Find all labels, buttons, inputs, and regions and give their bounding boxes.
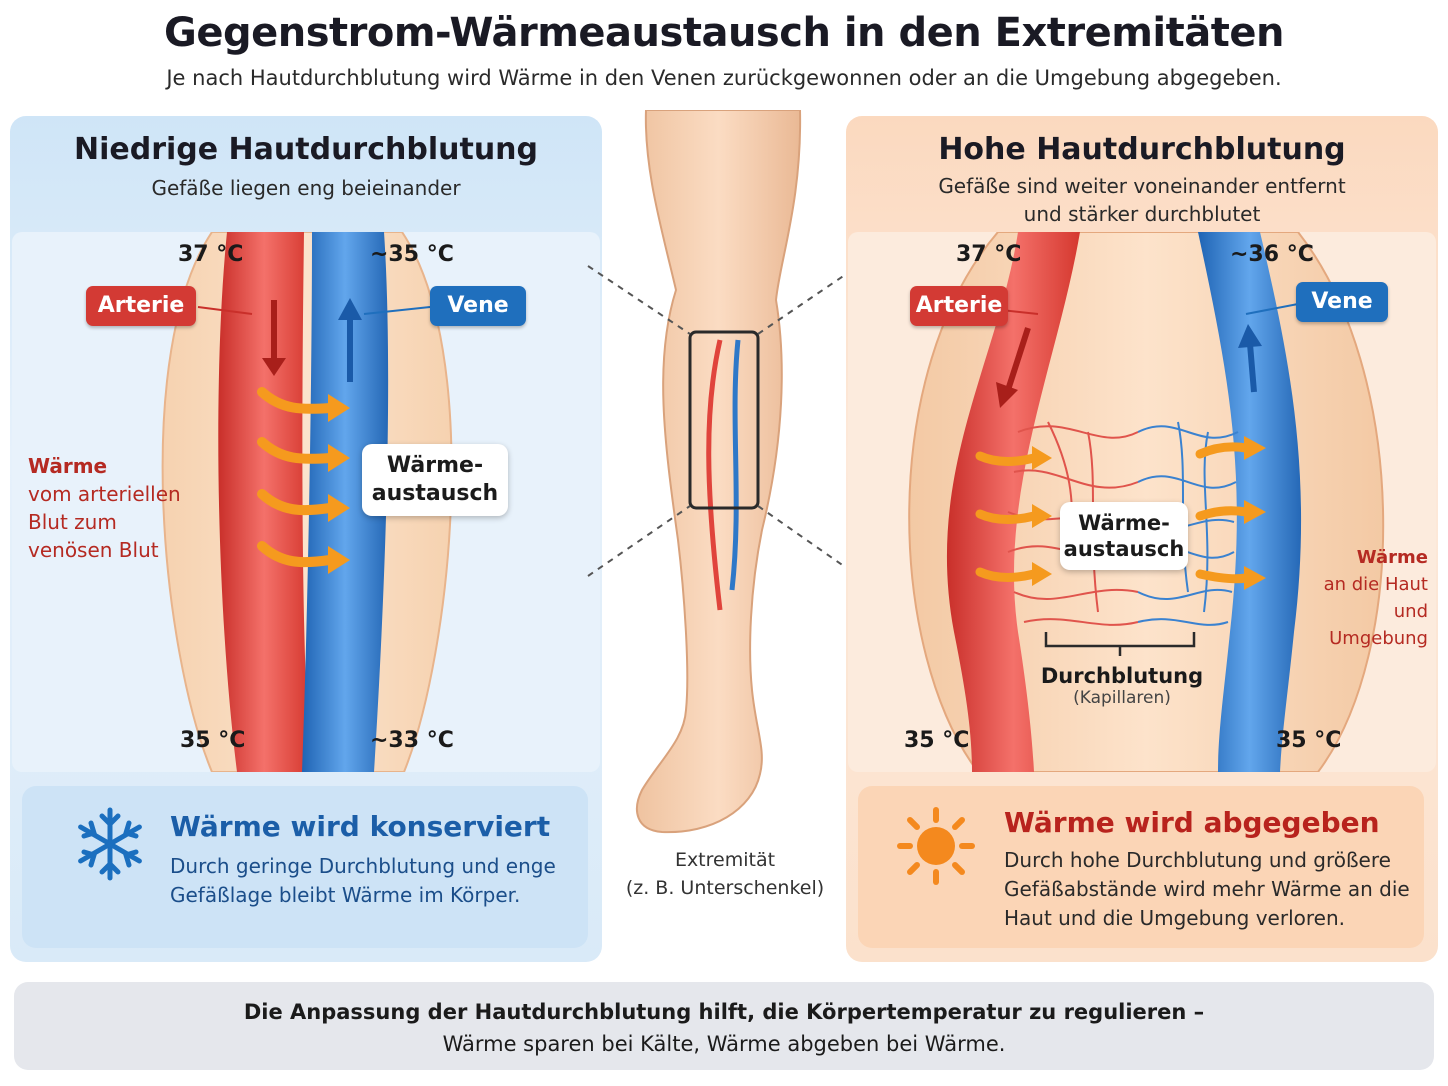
left-vein-label: Vene [430, 286, 526, 326]
sun-icon [897, 807, 975, 885]
left-artery-label: Arterie [86, 286, 196, 326]
low-perfusion-vessel-illustration [161, 232, 453, 772]
heat-outflow-arrows [975, 442, 1251, 584]
capillary-label: Durchblutung (Kapillaren) [1040, 664, 1204, 708]
left-vein-bottom-temp: ~33 °C [370, 728, 454, 753]
leg-illustration [587, 110, 859, 834]
left-heat-note: Wärme vom arteriellen Blut zum venösen B… [28, 454, 181, 562]
leg-vein-line [729, 339, 741, 591]
right-artery-top-temp: 37 °C [956, 242, 1022, 267]
low-perfusion-heading: Niedrige Hautdurchblutung [73, 132, 539, 167]
heat-conserved-title: Wärme wird konserviert [170, 810, 551, 843]
heat-conserved-text: Durch geringe Durchblutung und enge Gefä… [170, 854, 556, 907]
right-artery-label: Arterie [910, 286, 1008, 326]
heat-released-box [858, 786, 1424, 948]
left-artery-bottom-temp: 35 °C [180, 728, 246, 753]
left-heat-exchange-bubble: Wärme- austausch [362, 444, 508, 516]
left-artery-top-temp: 37 °C [178, 242, 244, 267]
page-title: Gegenstrom-Wärmeaustausch in den Extremi… [164, 10, 1284, 56]
vein-vessel [302, 232, 389, 772]
high-perfusion-heading: Hohe Hautdurchblutung [938, 132, 1346, 167]
heat-released-title: Wärme wird abgegeben [1004, 806, 1380, 839]
heat-exchange-arrows [257, 387, 335, 568]
right-vein-top-temp: ~36 °C [1230, 242, 1314, 267]
leg-artery-line [706, 339, 723, 611]
page-subtitle: Je nach Hautdurchblutung wird Wärme in d… [166, 66, 1282, 90]
extremity-caption: Extremität (z. B. Unterschenkel) [625, 849, 825, 899]
snowflake-icon [78, 807, 142, 881]
artery-vessel [946, 232, 1080, 772]
vein-vessel [1198, 232, 1302, 772]
leg-zoom-frame [688, 330, 760, 510]
right-heat-note: Wärme an die Haut und Umgebung [1323, 547, 1428, 649]
zoom-guide-lines [587, 265, 859, 577]
footer-line-1: Die Anpassung der Hautdurchblutung hilft… [243, 1000, 1205, 1024]
low-perfusion-subheading: Gefäße liegen eng beieinander [151, 176, 461, 200]
right-heat-exchange-bubble: Wärme- austausch [1060, 502, 1188, 570]
left-vein-top-temp: ~35 °C [370, 242, 454, 267]
footer-line-2: Wärme sparen bei Kälte, Wärme abgeben be… [442, 1032, 1006, 1056]
capillary-bracket [1044, 632, 1196, 656]
high-perfusion-subheading: Gefäße sind weiter voneinander entfernt … [938, 174, 1346, 226]
right-vein-label: Vene [1296, 282, 1388, 322]
right-vein-bottom-temp: 35 °C [1276, 728, 1342, 753]
heat-released-text: Durch hohe Durchblutung und größere Gefä… [1004, 848, 1410, 930]
right-artery-bottom-temp: 35 °C [904, 728, 970, 753]
leg-shape [635, 110, 802, 834]
summary-footer: Die Anpassung der Hautdurchblutung hilft… [14, 982, 1434, 1070]
